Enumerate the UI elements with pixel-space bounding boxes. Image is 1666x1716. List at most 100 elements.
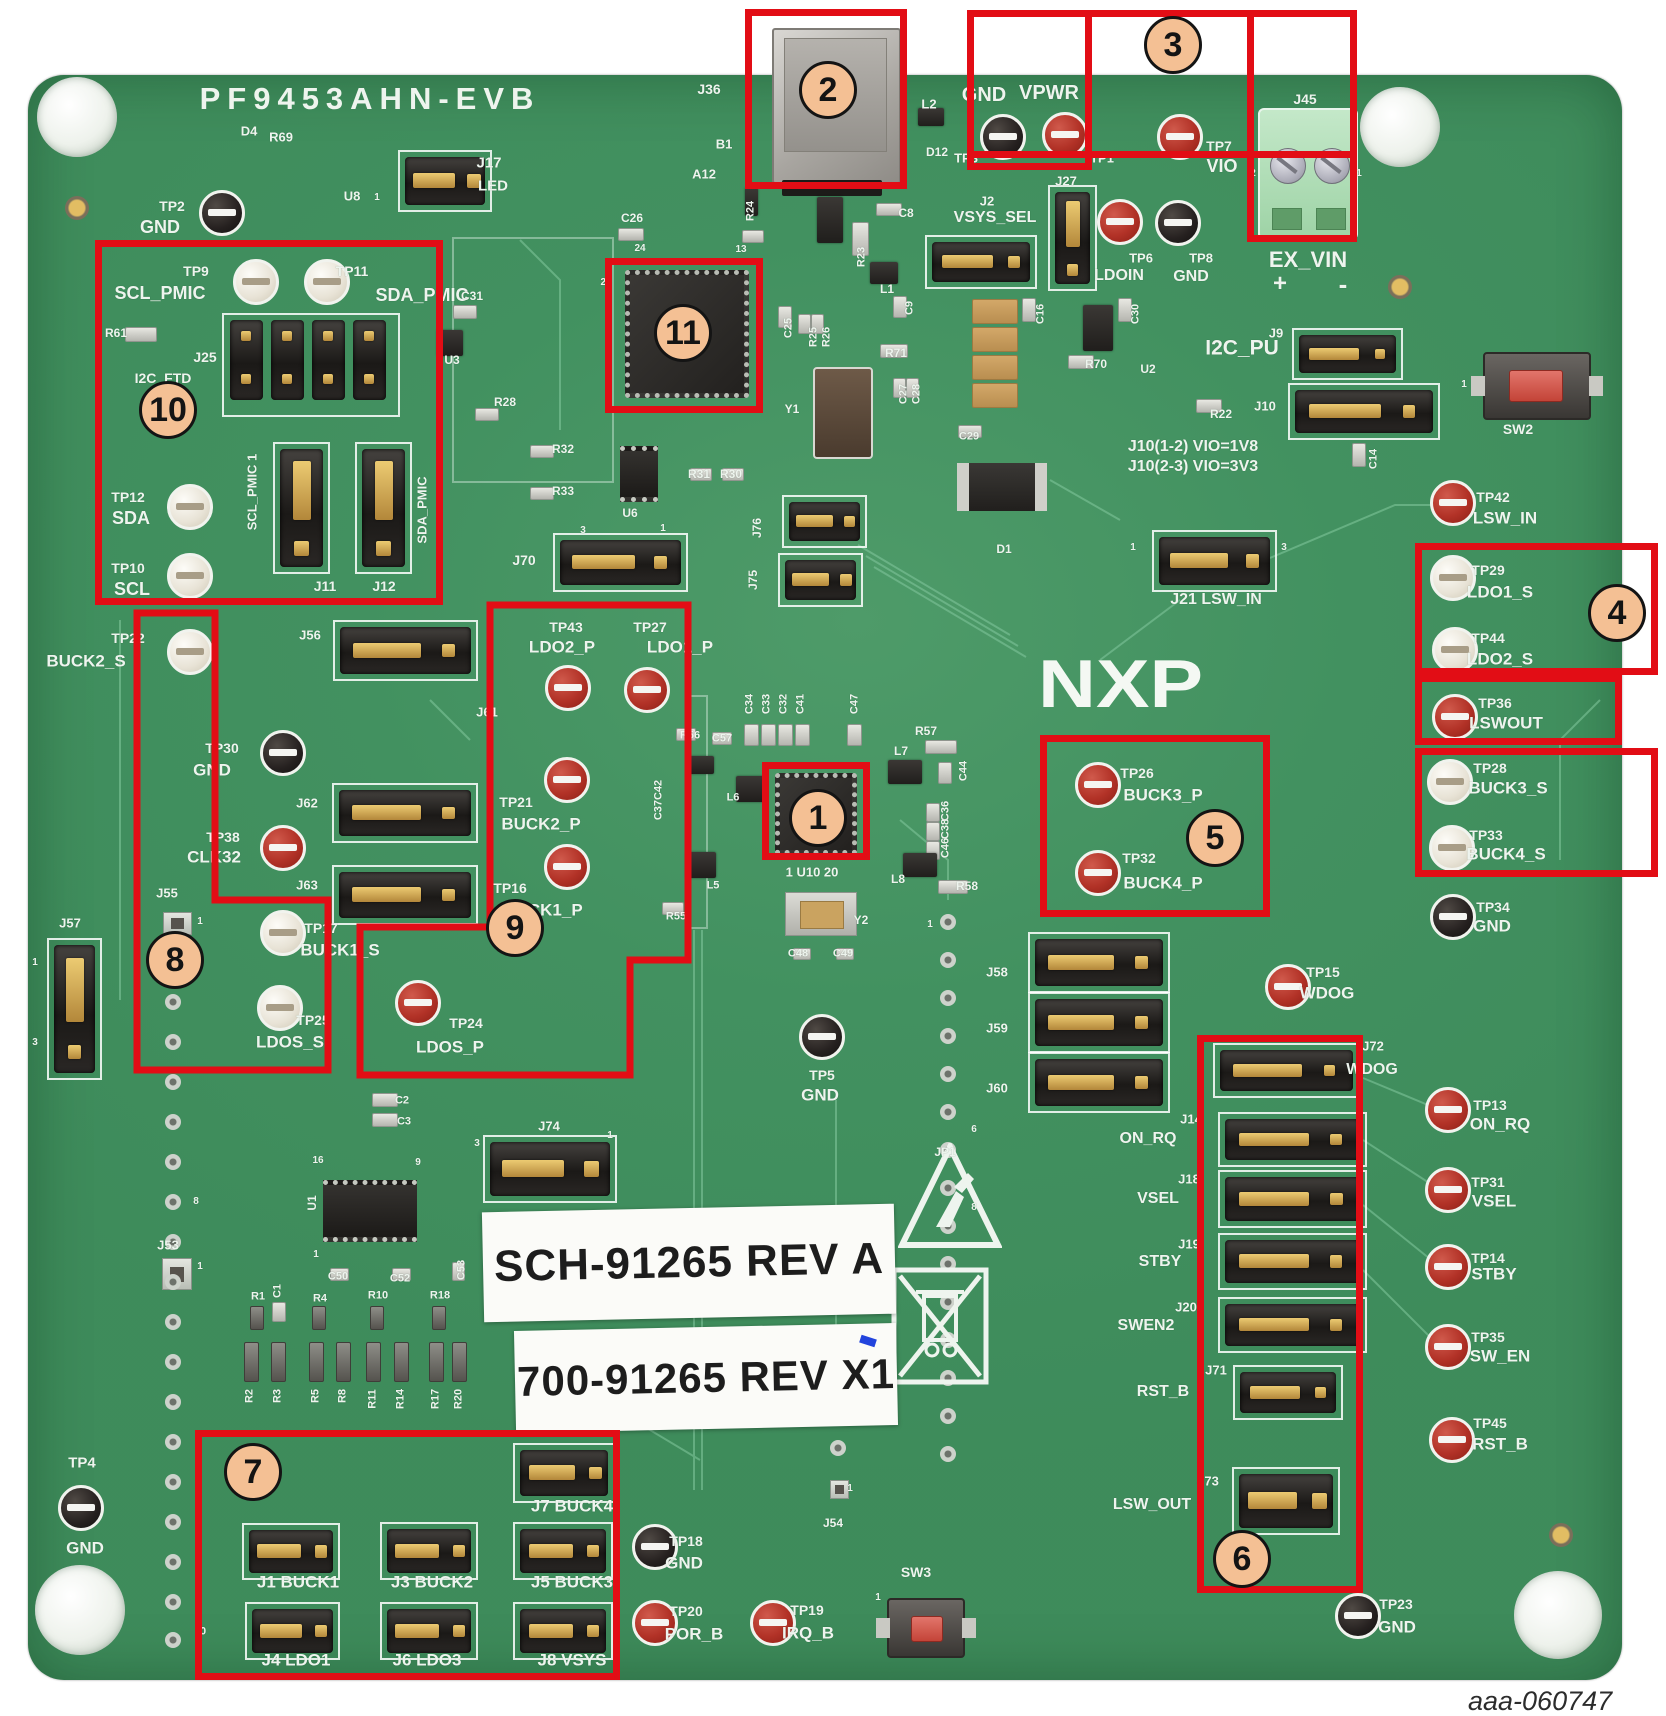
silk-label: C48	[787, 947, 809, 960]
via	[165, 1474, 181, 1490]
pin-contact	[282, 331, 292, 342]
mounting-hole	[35, 1565, 125, 1655]
pin-contact	[1314, 1386, 1327, 1399]
smd-part	[852, 222, 869, 256]
jumper-j57	[47, 938, 102, 1080]
smd-part	[778, 724, 793, 746]
jumper-cap	[292, 460, 311, 520]
smd-part	[1083, 305, 1113, 351]
silk-label: J59	[986, 1020, 1008, 1036]
silk-label: TP31	[1471, 1174, 1505, 1190]
jumper-j17	[398, 150, 492, 212]
silk-label: J2	[979, 193, 995, 209]
callout-badge-11: 11	[654, 304, 712, 362]
silk-label: L8	[890, 872, 906, 886]
pin-contact	[364, 331, 374, 342]
silk-label: LDOS_S	[255, 1032, 325, 1052]
via	[165, 1554, 181, 1570]
copper-pour-outline	[452, 237, 614, 483]
silk-label: SDA_PMIC	[375, 285, 469, 305]
smd-part	[972, 299, 1018, 324]
silk-label: TP34	[1476, 899, 1510, 915]
smd-part	[1196, 399, 1222, 413]
smd-part	[394, 1342, 409, 1382]
silk-label: R33	[551, 484, 575, 498]
pin-contact	[1245, 554, 1260, 568]
silk-label: BUCK4_S	[1466, 844, 1546, 864]
testpoint-tp30	[260, 730, 306, 776]
silk-label: J53	[157, 1237, 179, 1253]
mounting-hole	[1360, 87, 1440, 167]
chip-u6	[620, 446, 658, 502]
via	[940, 914, 956, 930]
silk-label: 1	[197, 1261, 203, 1272]
smd-part	[530, 445, 554, 458]
jumper-body	[387, 1609, 471, 1653]
jumper-cap	[941, 255, 993, 268]
silk-label: J14	[1180, 1111, 1202, 1127]
silk-label: R31	[687, 467, 711, 481]
jumper-body	[520, 1529, 606, 1573]
jumper-j71	[1233, 1365, 1343, 1420]
smd-part	[778, 306, 792, 328]
smd-part	[876, 203, 902, 216]
jumper-cap	[796, 514, 833, 528]
smd-part	[888, 760, 922, 784]
silk-label: L1	[879, 282, 895, 296]
silk-label: A12	[692, 166, 716, 182]
smd-part	[452, 1262, 465, 1281]
smd-part	[530, 487, 554, 500]
silk-label: 1	[32, 957, 38, 968]
smd-part	[244, 1342, 259, 1382]
silk-label: R70	[1084, 357, 1108, 371]
silk-label: 1	[1130, 542, 1136, 553]
silk-label: TP20	[669, 1603, 703, 1619]
smd-part	[272, 1302, 286, 1322]
smd-part	[938, 880, 968, 894]
jumper-body	[560, 540, 681, 585]
smd-part	[432, 1306, 446, 1330]
jumper-body	[252, 1609, 333, 1653]
jumper-j59	[1028, 992, 1170, 1053]
silk-label: U8	[343, 188, 361, 204]
pin-contact	[67, 1044, 82, 1059]
crystal-y2	[785, 892, 857, 936]
silk-label: LDO2_S	[1466, 649, 1534, 669]
pin-contact	[587, 1624, 600, 1638]
via	[165, 1234, 181, 1250]
pin-contact	[1330, 1319, 1343, 1331]
smd-part	[958, 425, 982, 438]
smd-part	[847, 724, 862, 746]
jumper-cap	[792, 573, 829, 586]
pin-contact	[441, 888, 455, 902]
testpoint-tp25	[257, 985, 303, 1031]
silk-label: TP7	[1206, 138, 1232, 154]
smd-part	[372, 1113, 398, 1127]
silk-label: J5 BUCK3	[530, 1572, 614, 1592]
via	[165, 1154, 181, 1170]
silk-label: LSW_OUT	[1112, 1496, 1192, 1513]
smd-part	[271, 1342, 286, 1382]
jumper-body	[362, 449, 405, 567]
jumper-cap	[572, 554, 635, 570]
silk-label: 24	[634, 243, 646, 254]
silk-label: J60	[986, 1080, 1008, 1096]
jumper-body	[1220, 1050, 1353, 1091]
silk-label: GND	[1473, 916, 1511, 936]
silk-label: TP21	[499, 794, 533, 810]
silk-label: 1	[875, 1592, 881, 1603]
via	[165, 1314, 181, 1330]
testpoint-tp14	[1425, 1244, 1471, 1290]
jumper-j70	[553, 533, 688, 592]
silk-label: JP1	[934, 1145, 956, 1159]
via	[165, 1034, 181, 1050]
smd-part	[795, 724, 810, 746]
jumper-cap	[395, 1623, 440, 1638]
testpoint-tp34	[1430, 894, 1476, 940]
testpoint-tp38	[260, 825, 306, 871]
callout-box	[356, 601, 692, 1079]
switch-button	[911, 1616, 943, 1642]
testpoint-tp36	[1432, 694, 1478, 740]
via	[165, 1594, 181, 1610]
silk-label: R22	[1209, 407, 1233, 421]
